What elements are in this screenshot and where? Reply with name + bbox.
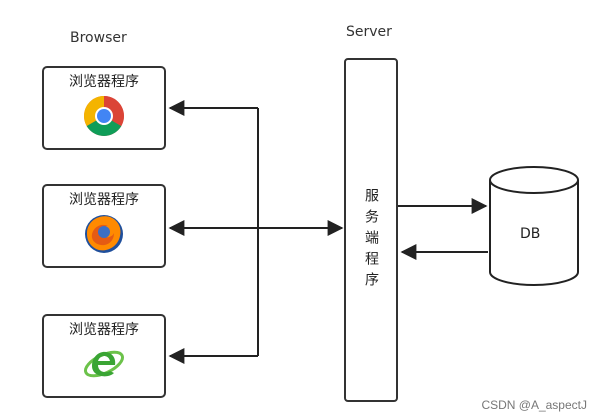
firefox-icon	[85, 215, 123, 253]
chrome-icon	[84, 96, 124, 136]
watermark-text: CSDN @A_aspectJ	[481, 398, 587, 412]
browser-node-label: 浏览器程序	[69, 192, 139, 208]
browser-node-label: 浏览器程序	[69, 322, 139, 338]
browser-node-label: 浏览器程序	[69, 74, 139, 90]
server-group-label: Server	[346, 24, 392, 40]
server-node: 服务端程序	[344, 58, 398, 402]
server-program-label: 服务端程序	[363, 188, 379, 293]
database-cylinder	[489, 166, 579, 286]
browser-node-chrome: 浏览器程序	[42, 66, 166, 150]
browser-node-ie: 浏览器程序	[42, 314, 166, 398]
ie-icon	[83, 350, 125, 378]
browser-node-firefox: 浏览器程序	[42, 184, 166, 268]
browser-group-label: Browser	[70, 30, 127, 46]
database-label: DB	[520, 226, 541, 242]
